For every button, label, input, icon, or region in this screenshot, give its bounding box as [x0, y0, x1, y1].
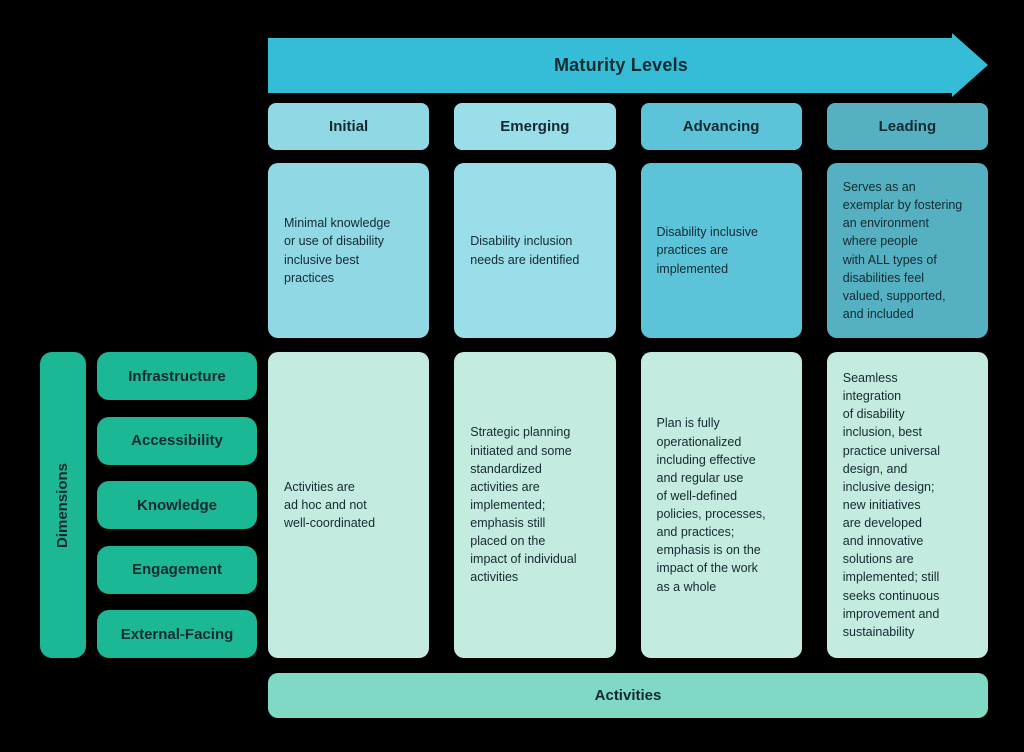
arrow-head-icon [952, 33, 988, 97]
level-header-initial: Initial [268, 103, 430, 150]
knowledge-cell-advancing: Disability inclusive practices are imple… [640, 163, 802, 338]
cell-text: Minimal knowledge or use of disability i… [284, 216, 391, 285]
dimensions-axis: Dimensions [40, 352, 86, 658]
cell-text: Serves as an exemplar by fostering an en… [842, 180, 963, 321]
dimension-external-facing: External-Facing [97, 610, 257, 658]
cell-text: Strategic planning initiated and some st… [470, 425, 577, 585]
activities-cell-initial: Activities are ad hoc and not well-coord… [268, 352, 430, 658]
knowledge-cell-initial: Minimal knowledge or use of disability i… [268, 163, 430, 338]
activities-label: Activities [594, 687, 662, 704]
dimension-accessibility: Accessibility [97, 416, 257, 465]
knowledge-cell-emerging: Disability inclusion needs are identifie… [454, 163, 616, 338]
dimensions-list: Infrastructure Accessibility Knowledge E… [97, 352, 257, 658]
activities-cell-advancing: Plan is fully operationalized including … [640, 352, 802, 658]
activities-bar: Activities [268, 673, 988, 718]
maturity-levels-title: Maturity Levels [553, 55, 689, 75]
maturity-arrow [268, 38, 952, 93]
level-header-emerging: Emerging [454, 103, 616, 150]
knowledge-row: Minimal knowledge or use of disability i… [268, 163, 988, 338]
dimension-knowledge: Knowledge [97, 481, 257, 529]
activities-row: Activities are ad hoc and not well-coord… [268, 352, 988, 658]
level-header-leading: Leading [826, 103, 988, 150]
cell-text: Activities are ad hoc and not well-coord… [284, 479, 376, 531]
maturity-level-headers: Initial Emerging Advancing Leading [268, 103, 988, 150]
dimension-infrastructure: Infrastructure [97, 352, 257, 400]
dimensions-label: Dimensions [54, 462, 72, 548]
activities-cell-leading: Seamless integration of disability inclu… [826, 352, 988, 658]
activities-cell-emerging: Strategic planning initiated and some st… [454, 352, 616, 658]
cell-text: Disability inclusive practices are imple… [656, 225, 758, 276]
cell-text: Disability inclusion needs are identifie… [470, 234, 580, 267]
knowledge-cell-leading: Serves as an exemplar by fostering an en… [826, 163, 988, 338]
cell-text: Seamless integration of disability inclu… [842, 371, 941, 639]
dimension-engagement: Engagement [97, 545, 257, 594]
level-header-advancing: Advancing [640, 103, 802, 150]
cell-text: Plan is fully operationalized including … [656, 416, 766, 594]
